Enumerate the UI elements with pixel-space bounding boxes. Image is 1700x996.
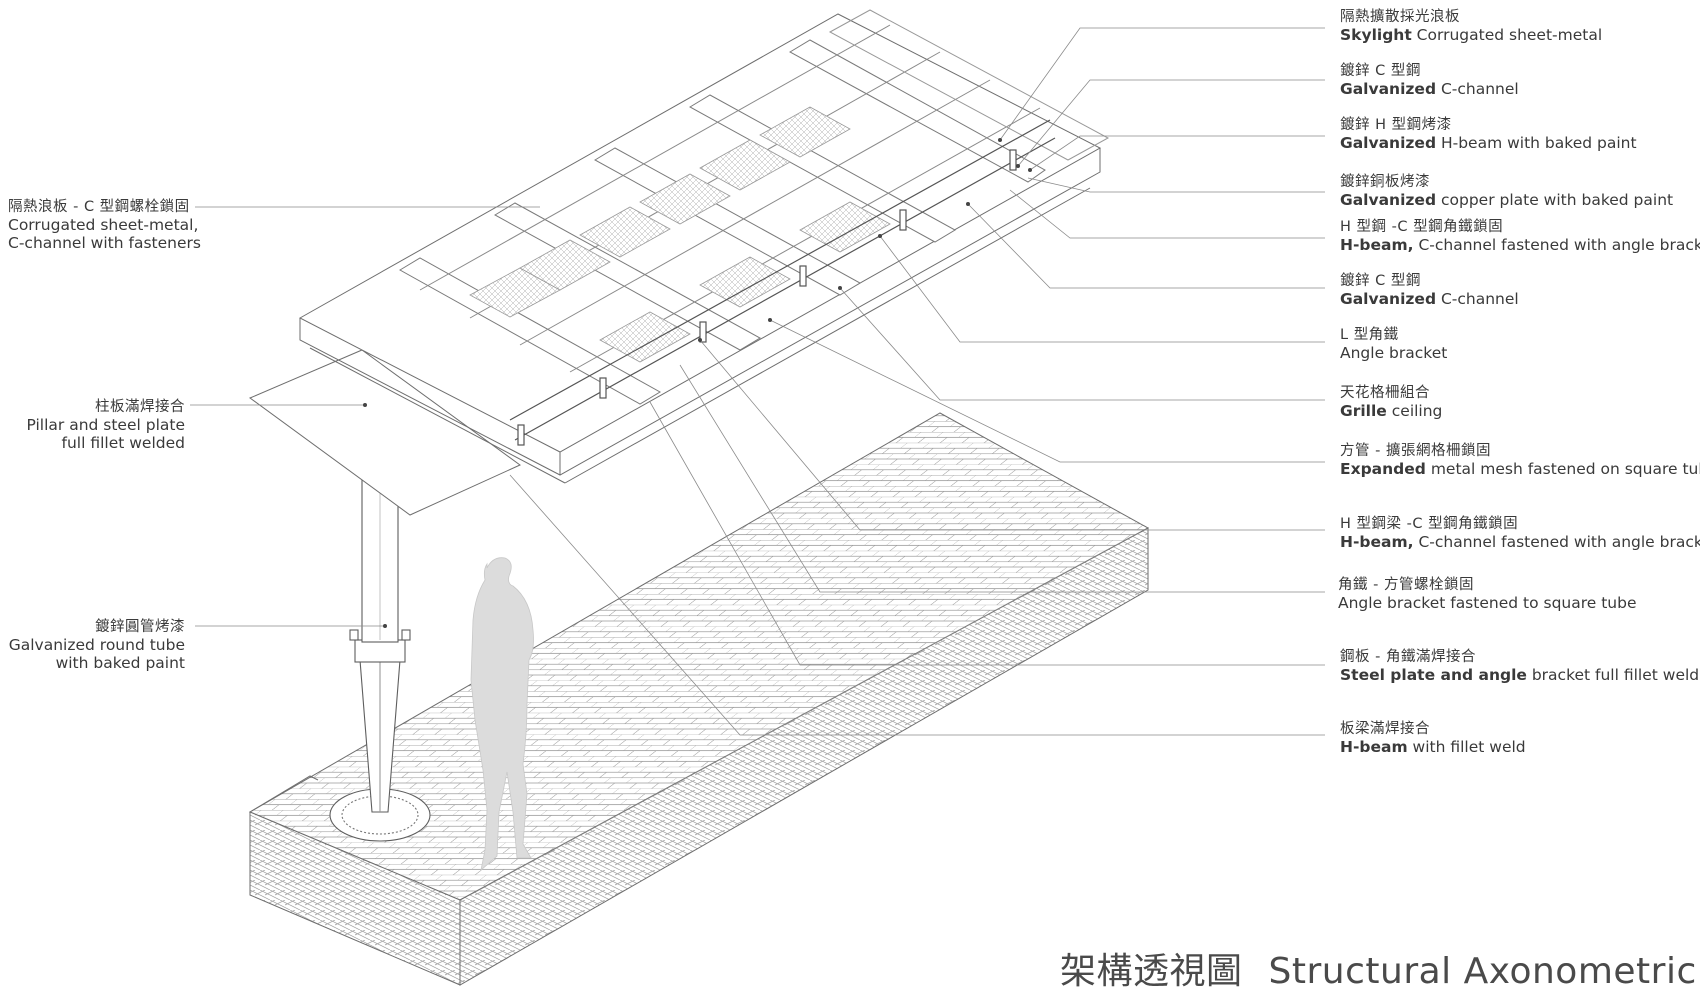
label-skylight: 隔熱擴散採光浪板 Skylight Corrugated sheet-metal [1340, 9, 1603, 44]
leader-angle-bracket [879, 235, 1325, 343]
label-fillet-weld: 板梁滿焊接合 H-beam with fillet weld [1340, 721, 1526, 756]
label-c-channel-1: 鍍鋅 C 型鋼 Galvanized C-channel [1340, 63, 1519, 98]
label-corrugated: 隔熱浪板 - C 型鋼螺栓鎖固 Corrugated sheet-metal, … [8, 199, 201, 252]
label-angle-bracket: L 型角鐵 Angle bracket [1340, 327, 1448, 362]
label-grille: 天花格柵組合 Grille ceiling [1340, 385, 1443, 420]
leader-hbeam-bracket-1 [1009, 189, 1325, 239]
label-hbeam-bracket-1: H 型鋼 -C 型鋼角鐵鎖固 H-beam, C-channel fastene… [1340, 219, 1700, 254]
pillar [329, 459, 431, 842]
drawing-title: 架構透視圖 Structural Axonometric [1060, 942, 1697, 994]
leader-dots [363, 138, 1032, 628]
label-round-tube: 鍍鋅圓管烤漆 Galvanized round tube with baked … [8, 619, 185, 672]
label-bracket-tube: 角鐵 - 方管螺栓鎖固 Angle bracket fastened to sq… [1338, 577, 1637, 612]
title-en: Structural Axonometric [1268, 951, 1697, 992]
leader-hbeam-bracket-2 [699, 339, 1325, 531]
leader-lines [190, 27, 1325, 736]
fascia-details [509, 119, 1056, 446]
leader-skylight [999, 27, 1325, 141]
roof-base-plate [248, 349, 521, 516]
leader-bracket-tube [679, 364, 1325, 593]
pillar-collar [354, 639, 406, 663]
title-zh: 架構透視圖 [1060, 951, 1243, 992]
leader-mesh [769, 319, 1325, 463]
leader-c-channel-1 [1017, 79, 1325, 167]
label-hbeam-bracket-2: H 型鋼梁 -C 型鋼角鐵鎖固 H-beam, C-channel fasten… [1340, 516, 1700, 551]
roof-top-panel [298, 13, 1102, 453]
leader-plate-bracket [649, 401, 1325, 666]
label-plate-bracket: 鋼板 - 角鐵滿焊接合 Steel plate and angle bracke… [1340, 649, 1700, 684]
leader-c-channel-2 [967, 203, 1325, 289]
transverse-beams [399, 39, 1046, 405]
grille-panels [469, 106, 891, 363]
label-c-channel-2: 鍍鋅 C 型鋼 Galvanized C-channel [1340, 273, 1519, 308]
label-mesh: 方管 - 擴張網格柵鎖固 Expanded metal mesh fastene… [1340, 443, 1700, 478]
leader-copper-plate [1027, 177, 1325, 193]
platform [248, 412, 1150, 986]
roof [248, 9, 1110, 516]
leader-grille [839, 287, 1325, 401]
label-copper-plate: 鍍鋅銅板烤漆 Galvanized copper plate with bake… [1340, 174, 1674, 209]
label-pillar-plate: 柱板滿焊接合 Pillar and steel plate full fille… [26, 399, 185, 452]
skylight-sheet [828, 9, 1110, 161]
label-h-beam: 鍍鋅 H 型鋼烤漆 Galvanized H-beam with baked p… [1340, 117, 1637, 152]
human-figure [470, 557, 534, 872]
leader-h-beam [1029, 135, 1325, 171]
leader-fillet-weld [509, 474, 1325, 736]
